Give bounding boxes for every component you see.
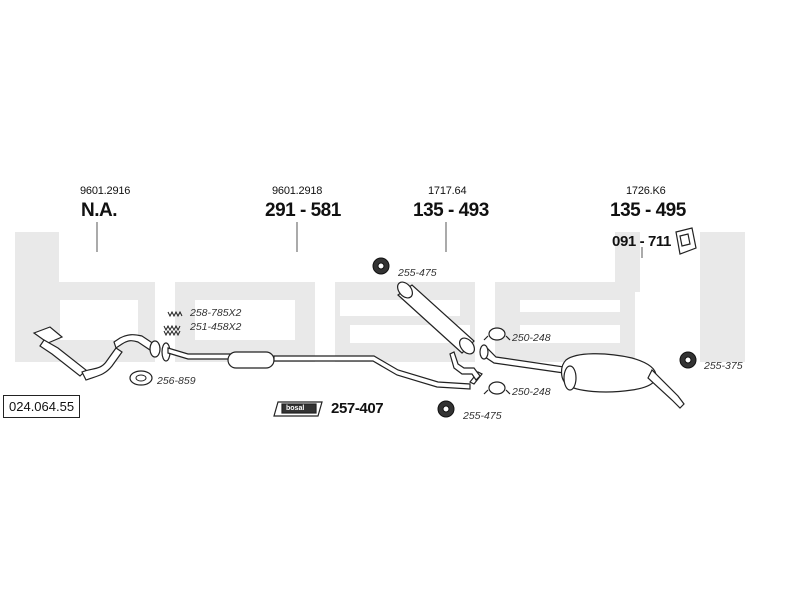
- clamp-bottom-label: 250-248: [512, 386, 551, 398]
- kit-label: 257-407: [331, 400, 384, 417]
- clamp-top-label: 250-248: [512, 332, 551, 344]
- springs: [163, 310, 183, 337]
- rear-part-number: 1726.K6: [626, 185, 666, 197]
- springs-label: 258-785X2: [190, 307, 242, 319]
- front-part-label: N.A.: [81, 200, 118, 221]
- mount-bottom-label: 255-475: [463, 410, 502, 422]
- rear-mount: [679, 351, 697, 369]
- mount-top-label: 255-475: [398, 267, 437, 279]
- bracket-icon: [675, 227, 697, 255]
- bolts-label: 251-458X2: [190, 321, 242, 333]
- center-silencer: [397, 281, 481, 381]
- mount-top: [372, 257, 390, 275]
- front-pipe: [32, 326, 161, 381]
- rear-part-label: 135 - 495: [610, 200, 686, 221]
- kit-logo: bosal: [286, 405, 305, 412]
- center-part-number: 1717.64: [428, 185, 467, 197]
- gasket-label: 256-859: [157, 375, 196, 387]
- middle-part-label: 291 - 581: [265, 200, 341, 221]
- diagram-code: 024.064.55: [3, 395, 81, 418]
- clamp-bottom: [483, 381, 511, 395]
- middle-pipe: [161, 342, 483, 390]
- leader-lines: [96, 222, 643, 258]
- front-part-number: 9601.2916: [80, 185, 131, 197]
- kit-icon: [273, 401, 323, 417]
- rear-mount-label: 255-375: [704, 360, 743, 372]
- middle-part-number: 9601.2918: [272, 185, 323, 197]
- bracket-label: 091 - 711: [612, 233, 671, 250]
- rear-silencer: [479, 344, 685, 409]
- center-part-label: 135 - 493: [413, 200, 489, 221]
- mount-bottom: [437, 400, 455, 418]
- clamp-top: [483, 327, 511, 341]
